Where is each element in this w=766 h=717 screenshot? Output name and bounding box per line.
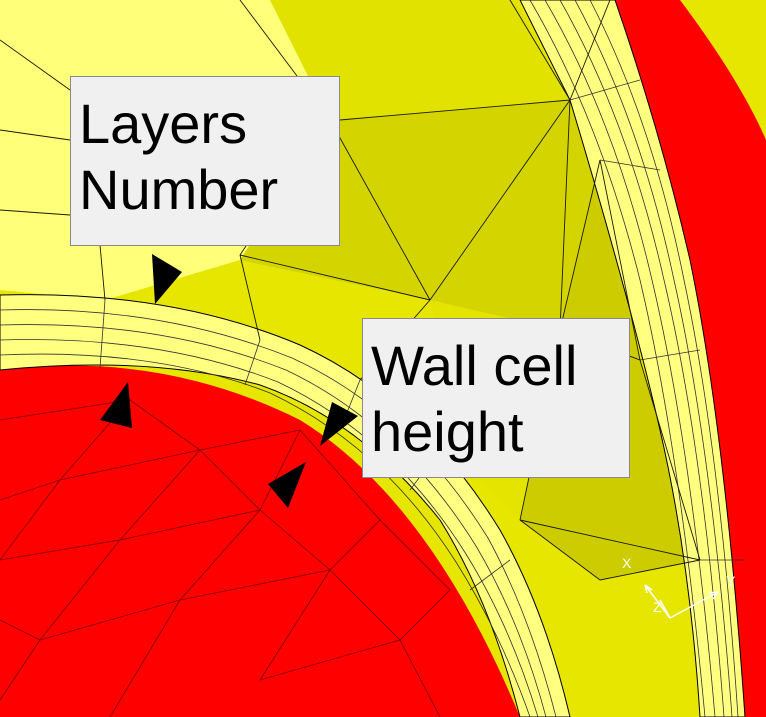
wall-cell-height-callout: Wall cell height	[362, 318, 630, 478]
layers-number-callout: Layers Number	[70, 76, 340, 246]
arrow-wall-height-bottom	[268, 462, 306, 508]
inner-body-triangulation	[0, 399, 451, 717]
arrow-wall-height-top	[320, 402, 358, 446]
inner-red-body	[0, 365, 520, 717]
layers-callout-line2: Number	[79, 158, 279, 221]
axis-triad	[644, 584, 719, 619]
axis-x-label: X	[622, 555, 632, 571]
arrow-inner-body	[100, 382, 132, 428]
arrow-layers-number	[152, 254, 182, 304]
layers-callout-line1: Layers	[79, 92, 248, 155]
axis-z-label: Z	[653, 599, 662, 615]
mesh-region-top	[270, 0, 570, 120]
wall-callout-line1: Wall cell	[371, 334, 578, 397]
outer-layer-lines	[529, 0, 745, 717]
axis-y-label: Y	[726, 573, 736, 589]
inner-boundary-layers	[0, 294, 571, 717]
annotation-arrows	[100, 254, 358, 508]
wall-callout-line2: height	[371, 400, 524, 463]
